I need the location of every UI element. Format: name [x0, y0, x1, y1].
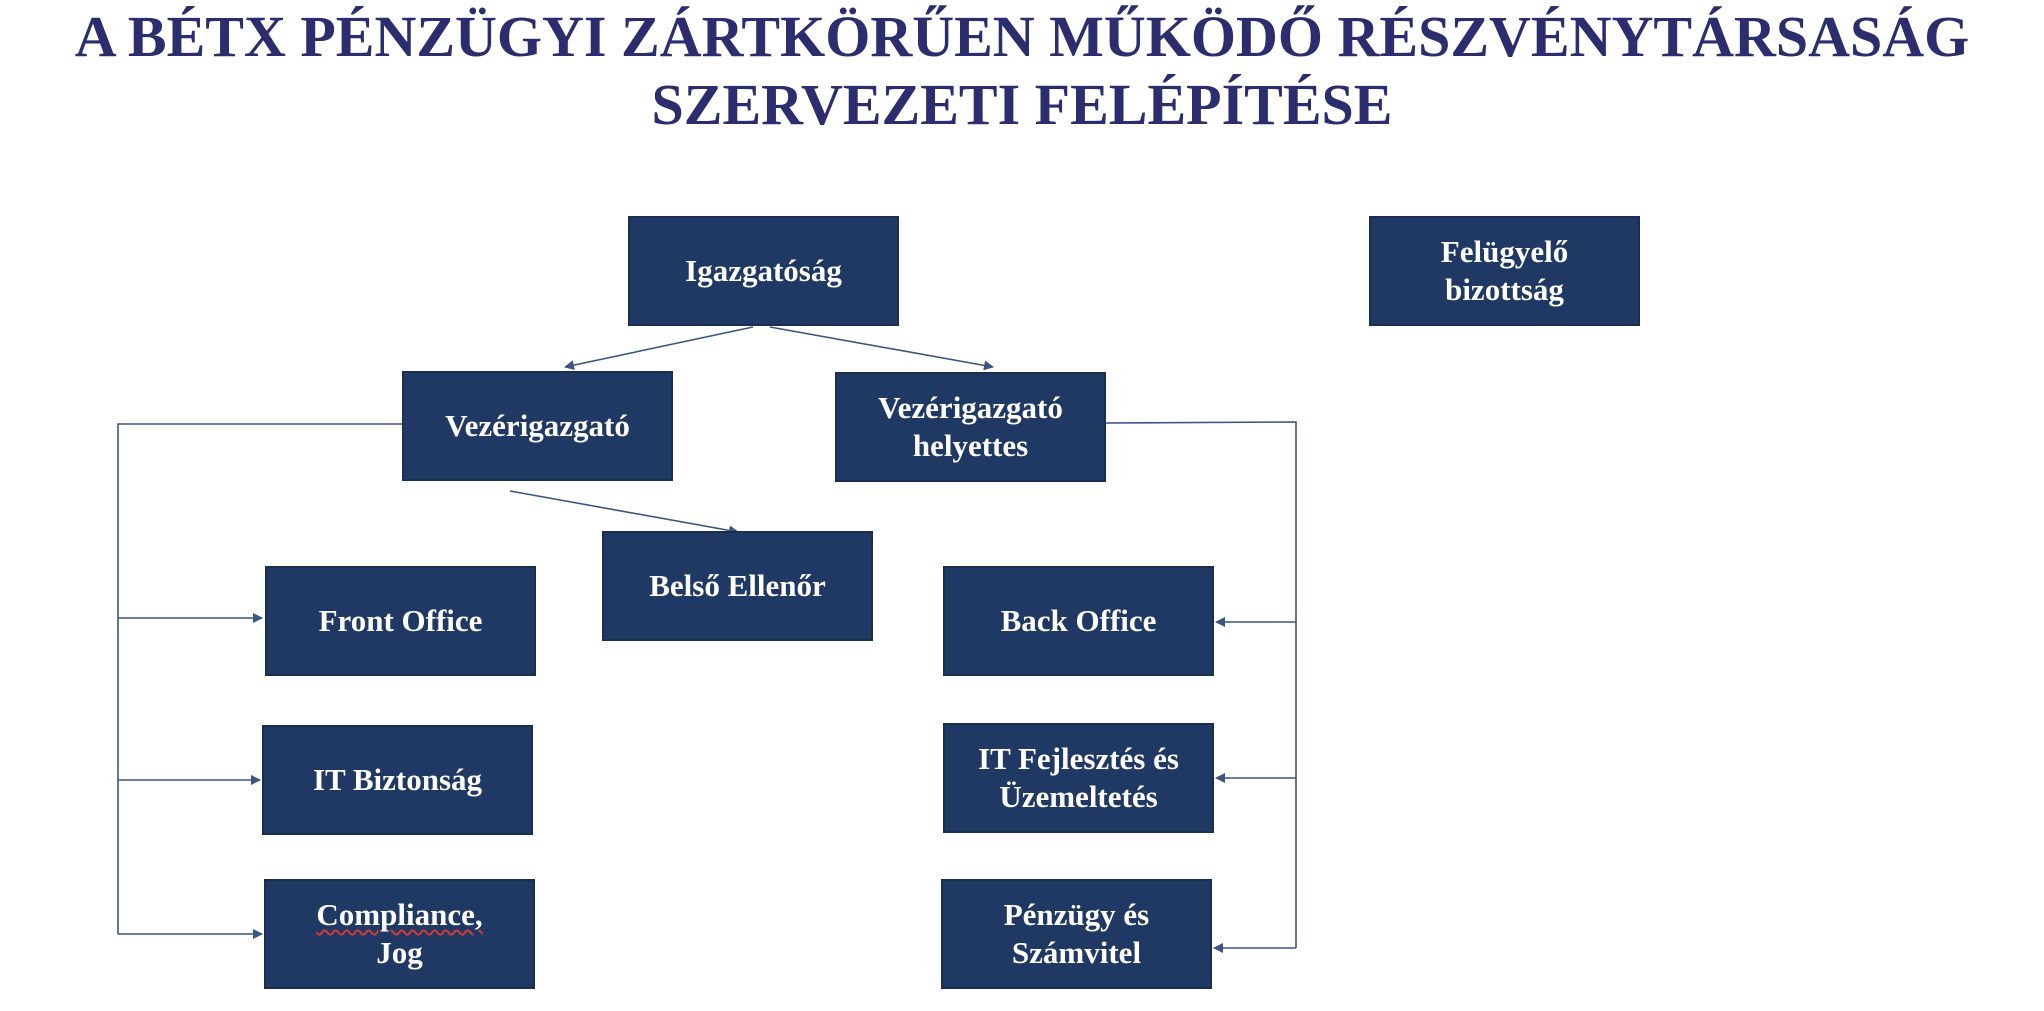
node-it-biztonsag: IT Biztonság: [262, 725, 533, 835]
node-penzugy-line-1: Pénzügy és: [1003, 897, 1150, 932]
node-igazgatosag: Igazgatóság: [628, 216, 899, 326]
connector-igazgatosag-vezerigazgato: [564, 326, 754, 371]
node-compliance-line-2: Jog: [376, 935, 423, 970]
title-line-1: A BÉTX PÉNZÜGYI ZÁRTKÖRŰEN MŰKÖDŐ RÉSZVÉ…: [74, 4, 1970, 69]
node-compliance-line-1: Compliance,: [316, 897, 483, 932]
node-helyettes-line-1: Vezérigazgató: [878, 390, 1063, 425]
node-igazgatosag-label: Igazgatóság: [685, 253, 842, 288]
node-it-biztonsag-label: IT Biztonság: [312, 762, 483, 797]
node-belso-ellenor: Belső Ellenőr: [602, 531, 873, 641]
node-back-office-label: Back Office: [1000, 603, 1157, 638]
node-felugyelo-line-2: bizottság: [1445, 272, 1564, 307]
node-felugyelo-line-1: Felügyelő: [1440, 234, 1569, 269]
node-helyettes-line-2: helyettes: [912, 428, 1029, 463]
node-belso-ellenor-label: Belső Ellenőr: [649, 568, 826, 603]
node-penzugy-szamvitel: Pénzügy és Számvitel: [941, 879, 1212, 989]
node-it-fejlesztes: IT Fejlesztés és Üzemeltetés: [943, 723, 1214, 833]
node-vezerigazgato-label: Vezérigazgató: [445, 408, 630, 443]
node-vezerigazgato: Vezérigazgató: [402, 371, 673, 481]
node-it-fejlesztes-line-2: Üzemeltetés: [999, 779, 1158, 814]
node-front-office: Front Office: [265, 566, 536, 676]
node-vezerigazgato-helyettes: Vezérigazgató helyettes: [835, 372, 1106, 482]
node-compliance-jog: Compliance, Jog: [264, 879, 535, 989]
connector-left-bracket: [117, 423, 402, 934]
title-line-2: SZERVEZETI FELÉPÍTÉSE: [651, 72, 1393, 137]
node-felugyelo-bizottsag: Felügyelő bizottság: [1369, 216, 1640, 326]
connector-igazgatosag-helyettes: [769, 326, 994, 371]
node-penzugy-line-2: Számvitel: [1011, 935, 1142, 970]
node-front-office-label: Front Office: [318, 603, 483, 638]
node-it-fejlesztes-line-1: IT Fejlesztés és: [978, 741, 1179, 776]
connector-vezerigazgato-belso-ellenor: [509, 490, 739, 536]
connector-right-bracket: [1105, 421, 1297, 948]
node-back-office: Back Office: [943, 566, 1214, 676]
